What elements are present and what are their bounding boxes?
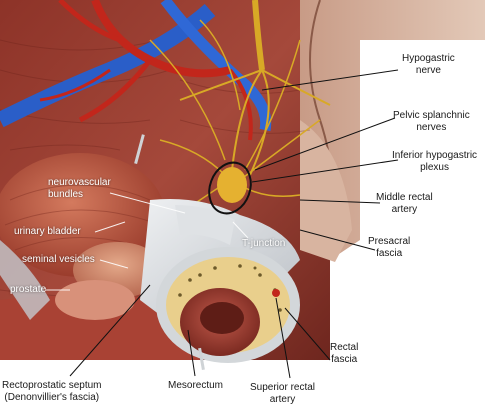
label-pelvic-splanchnic-nerves: Pelvic splanchnic nerves [393,110,470,134]
artery-branch-4 [39,68,111,102]
fascia-strip-left [0,240,50,320]
label-line: nerve [415,65,441,76]
label-line: Hypogastric [402,53,455,64]
rectum-pin [198,347,205,371]
label-line: Superior rectal [250,382,316,393]
label-line: Pelvic splanchnic [393,110,470,121]
label-line: neurovascular [48,177,111,188]
artery-branch-2 [58,0,121,43]
label-rectoprostatic-septum: Rectoprostatic septum (Denonvillier's fa… [2,380,102,404]
label-line: Rectoprostatic septum [2,380,102,391]
label-t-junction: T-junction [242,238,286,249]
superior-rectal-vessel [272,289,280,297]
pelvic-floor [0,295,200,360]
label-line: bundles [48,189,84,200]
label-seminal-vesicles: seminal vesicles [22,254,95,265]
plexus-highlight-ring [208,161,252,215]
white-leader-lines [45,192,249,291]
label-prostate: prostate [10,284,47,295]
label-line: artery [391,204,418,215]
label-superior-rectal-artery: Superior rectal artery [250,382,315,406]
label-line: Rectal [330,342,359,353]
sacrum-lower [300,120,352,262]
label-urinary-bladder: urinary bladder [14,226,81,237]
artery-branch-1 [78,58,152,123]
rectum-lumen [200,302,244,334]
fascial-sheet-upper [175,205,235,245]
label-line: fascia [331,354,358,365]
label-neurovascular-bundles: neurovascular bundles [48,177,111,201]
label-mesorectum: Mesorectum [168,380,224,391]
prostate-gland [55,280,135,320]
lower-white [0,360,485,410]
label-line: artery [269,394,296,405]
label-line: Inferior hypogastric [392,150,478,161]
label-line: Presacral [368,236,411,247]
label-rectal-fascia: Rectal fascia [330,342,358,366]
label-line: fascia [376,248,403,259]
label-hypogastric-nerve: Hypogastric nerve [402,53,455,77]
plexus-core [217,167,247,203]
label-line: plexus [420,162,449,173]
artery-branch-3 [228,68,253,141]
fat-dots [178,264,282,312]
label-presacral-fascia: Presacral fascia [368,236,410,260]
label-line: Middle rectal [376,192,433,203]
leader-lines [69,69,399,379]
label-inferior-hypogastric-plexus: Inferior hypogastric plexus [392,150,477,174]
label-line: (Denonvillier's fascia) [4,392,100,403]
label-middle-rectal-artery: Middle rectal artery [376,192,433,216]
label-line: nerves [416,122,447,133]
white-margin-right [360,40,485,410]
bladder-pin [134,134,145,165]
